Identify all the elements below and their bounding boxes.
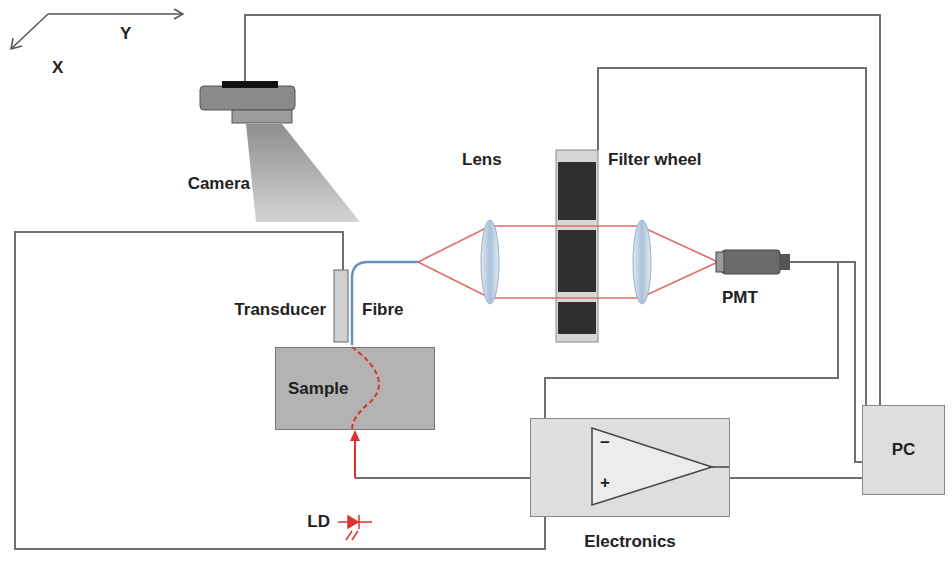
axis-label: Y <box>120 24 131 44</box>
connector <box>350 430 530 478</box>
camera-symbol <box>200 81 360 222</box>
op-amp-pin: + <box>600 473 610 493</box>
laser-diode-symbol <box>338 515 372 540</box>
node-text: PC <box>892 440 916 460</box>
part-label: Fibre <box>362 300 404 320</box>
pc-box: PC <box>862 405 945 495</box>
op-amp-symbol <box>592 428 730 505</box>
part-label: PMT <box>722 288 758 308</box>
node-text: Sample <box>288 379 434 399</box>
node-text: Electronics <box>584 532 676 552</box>
connector <box>730 478 862 479</box>
wires <box>15 15 880 549</box>
part-label: Transducer <box>234 300 326 320</box>
part-label: Camera <box>188 174 250 194</box>
part-label: Filter wheel <box>608 150 702 170</box>
pmt-symbol <box>716 250 790 274</box>
lens-symbol <box>481 220 499 304</box>
light-beam <box>418 226 718 298</box>
laser-path <box>352 347 379 430</box>
lens-symbol <box>633 220 651 304</box>
electronics-box: Electronics <box>530 418 730 517</box>
part-label: Lens <box>462 150 502 170</box>
axes <box>11 9 183 49</box>
part-label: LD <box>307 512 330 532</box>
filter-wheel-symbol <box>556 150 598 342</box>
sample-box: Sample <box>275 347 435 430</box>
op-amp-pin: − <box>600 433 610 453</box>
fibre-line <box>352 262 418 345</box>
axis-label: X <box>52 58 63 78</box>
transducer-symbol <box>334 270 348 342</box>
